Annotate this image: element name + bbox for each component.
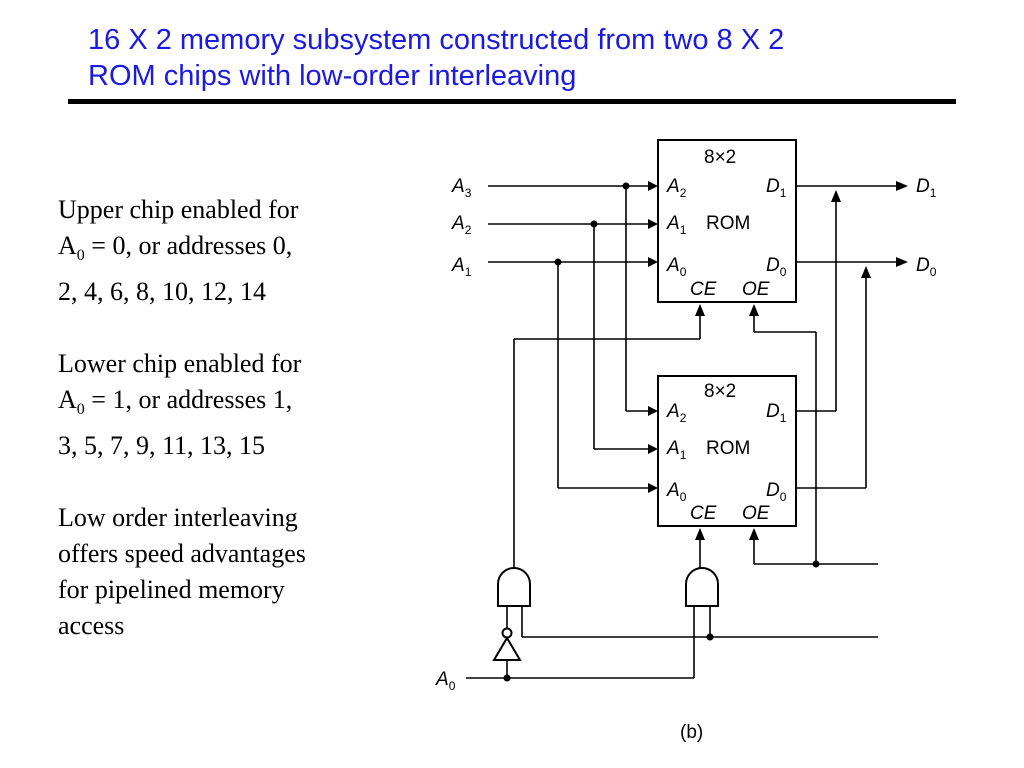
- junction-a0: [503, 674, 511, 682]
- arrow-a1-upper: [648, 257, 658, 267]
- lower-rom-chip: [657, 375, 797, 527]
- input-a3-label: A3: [451, 176, 472, 200]
- lower-pin-ce: CE: [690, 503, 717, 524]
- lower-chip-size-label: 8×2: [704, 381, 736, 402]
- upper-pin-oe: OE: [742, 279, 770, 300]
- lower-pin-d0: D0: [766, 480, 787, 504]
- junction-a1: [554, 258, 562, 266]
- arrow-a2-upper: [648, 219, 658, 229]
- arrow-a3-upper: [648, 181, 658, 191]
- note-lower-chip: Lower chip enabled for A0 = 1, or addres…: [58, 349, 302, 461]
- address-wires: [488, 181, 658, 493]
- lower-pin-a1: A1: [666, 438, 687, 462]
- upper-chip-size-label: 8×2: [704, 147, 736, 168]
- upper-pin-d0: D0: [766, 255, 787, 279]
- arrow-d0-out: [896, 257, 908, 267]
- arrow-lower-d1-up: [831, 190, 841, 202]
- arrow-a3-lower: [648, 406, 658, 416]
- arrow-upper-ce: [695, 304, 705, 316]
- lower-pin-a2: A2: [666, 401, 687, 425]
- output-d1-label: D1: [916, 176, 937, 200]
- junction-oe: [812, 560, 820, 568]
- input-a1-label: A1: [451, 255, 472, 279]
- upper-pin-a0: A0: [666, 255, 687, 279]
- arrow-a2-lower: [648, 444, 658, 454]
- upper-rom-chip: [657, 139, 797, 303]
- data-output-wires: [796, 181, 908, 489]
- output-d0-label: D0: [916, 255, 937, 279]
- upper-pin-a1: A1: [666, 213, 687, 237]
- junction-a2: [590, 220, 598, 228]
- upper-and-gate: [497, 567, 531, 607]
- arrow-upper-oe: [749, 304, 759, 316]
- arrow-d1-out: [896, 181, 908, 191]
- upper-chip-type-label: ROM: [706, 213, 750, 234]
- note-speed-advantage: Low order interleaving offers speed adva…: [58, 503, 306, 641]
- output-enable-wires: [749, 304, 878, 568]
- input-a0-label: A0: [435, 669, 456, 693]
- upper-pin-d1: D1: [766, 176, 787, 200]
- arrow-lower-oe: [749, 528, 759, 540]
- junction-enable: [706, 633, 714, 641]
- notes-panel: Upper chip enabled for A0 = 0, or addres…: [58, 192, 398, 680]
- figure-caption: (b): [680, 722, 703, 743]
- lower-chip-type-label: ROM: [706, 438, 750, 459]
- arrow-lower-d0-up: [861, 266, 871, 278]
- chip-enable-wires: [513, 304, 705, 568]
- gate-input-wires: [506, 606, 878, 678]
- lower-pin-d1: D1: [766, 401, 787, 425]
- arrow-lower-ce: [695, 528, 705, 540]
- arrow-a1-lower: [648, 483, 658, 493]
- lower-and-gate: [685, 567, 719, 607]
- title-underline: [68, 99, 956, 104]
- input-a2-label: A2: [451, 213, 472, 237]
- inverter-triangle: [492, 636, 522, 661]
- lower-pin-a0: A0: [666, 480, 687, 504]
- title-line-2: ROM chips with low-order interleaving: [88, 60, 577, 92]
- upper-pin-a2: A2: [666, 176, 687, 200]
- junction-a3: [622, 182, 630, 190]
- upper-pin-ce: CE: [690, 279, 717, 300]
- slide-title: 16 X 2 memory subsystem constructed from…: [88, 22, 968, 94]
- note-upper-chip: Upper chip enabled for A0 = 0, or addres…: [58, 195, 299, 307]
- lower-pin-oe: OE: [742, 503, 770, 524]
- title-line-1: 16 X 2 memory subsystem constructed from…: [88, 24, 785, 56]
